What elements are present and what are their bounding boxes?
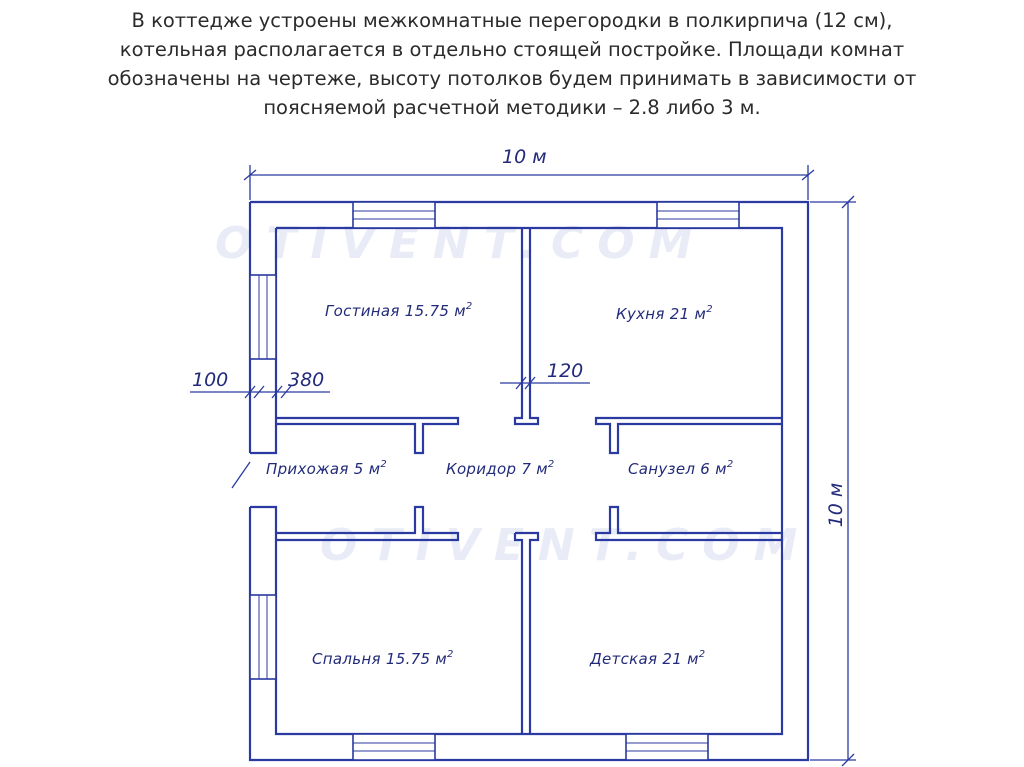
windows (249, 201, 740, 761)
watermark-top: OTIVENT.COM (215, 218, 706, 269)
watermark-bottom: OTIVENT.COM (320, 520, 811, 571)
dimension-width: 10 м (502, 146, 547, 168)
slide-title: В коттедже устроены межкомнатные перегор… (60, 6, 964, 122)
dimension-380: 380 (288, 369, 324, 391)
dimension-outer-wall: 100 (192, 369, 228, 391)
room-hall: Прихожая 5 м2 (266, 459, 387, 478)
dimension-lines (190, 165, 856, 767)
title-line-4: поясняемой расчетной методики – 2.8 либо… (263, 96, 761, 119)
room-bedroom: Спальня 15.75 м2 (312, 649, 454, 668)
dimension-height: 10 м (825, 483, 847, 528)
dimension-partition: 120 (547, 360, 583, 382)
room-kitchen: Кухня 21 м2 (616, 304, 713, 323)
title-line-1: В коттедже устроены межкомнатные перегор… (131, 9, 893, 32)
title-line-3: обозначены на чертеже, высоту потолков б… (107, 67, 917, 90)
title-line-2: котельная располагается в отдельно стоящ… (119, 38, 905, 61)
partitions (276, 228, 782, 734)
room-bathroom: Санузел 6 м2 (628, 459, 734, 478)
room-living: Гостиная 15.75 м2 (325, 301, 473, 320)
room-corridor: Коридор 7 м2 (446, 459, 555, 478)
room-nursery: Детская 21 м2 (589, 649, 705, 668)
